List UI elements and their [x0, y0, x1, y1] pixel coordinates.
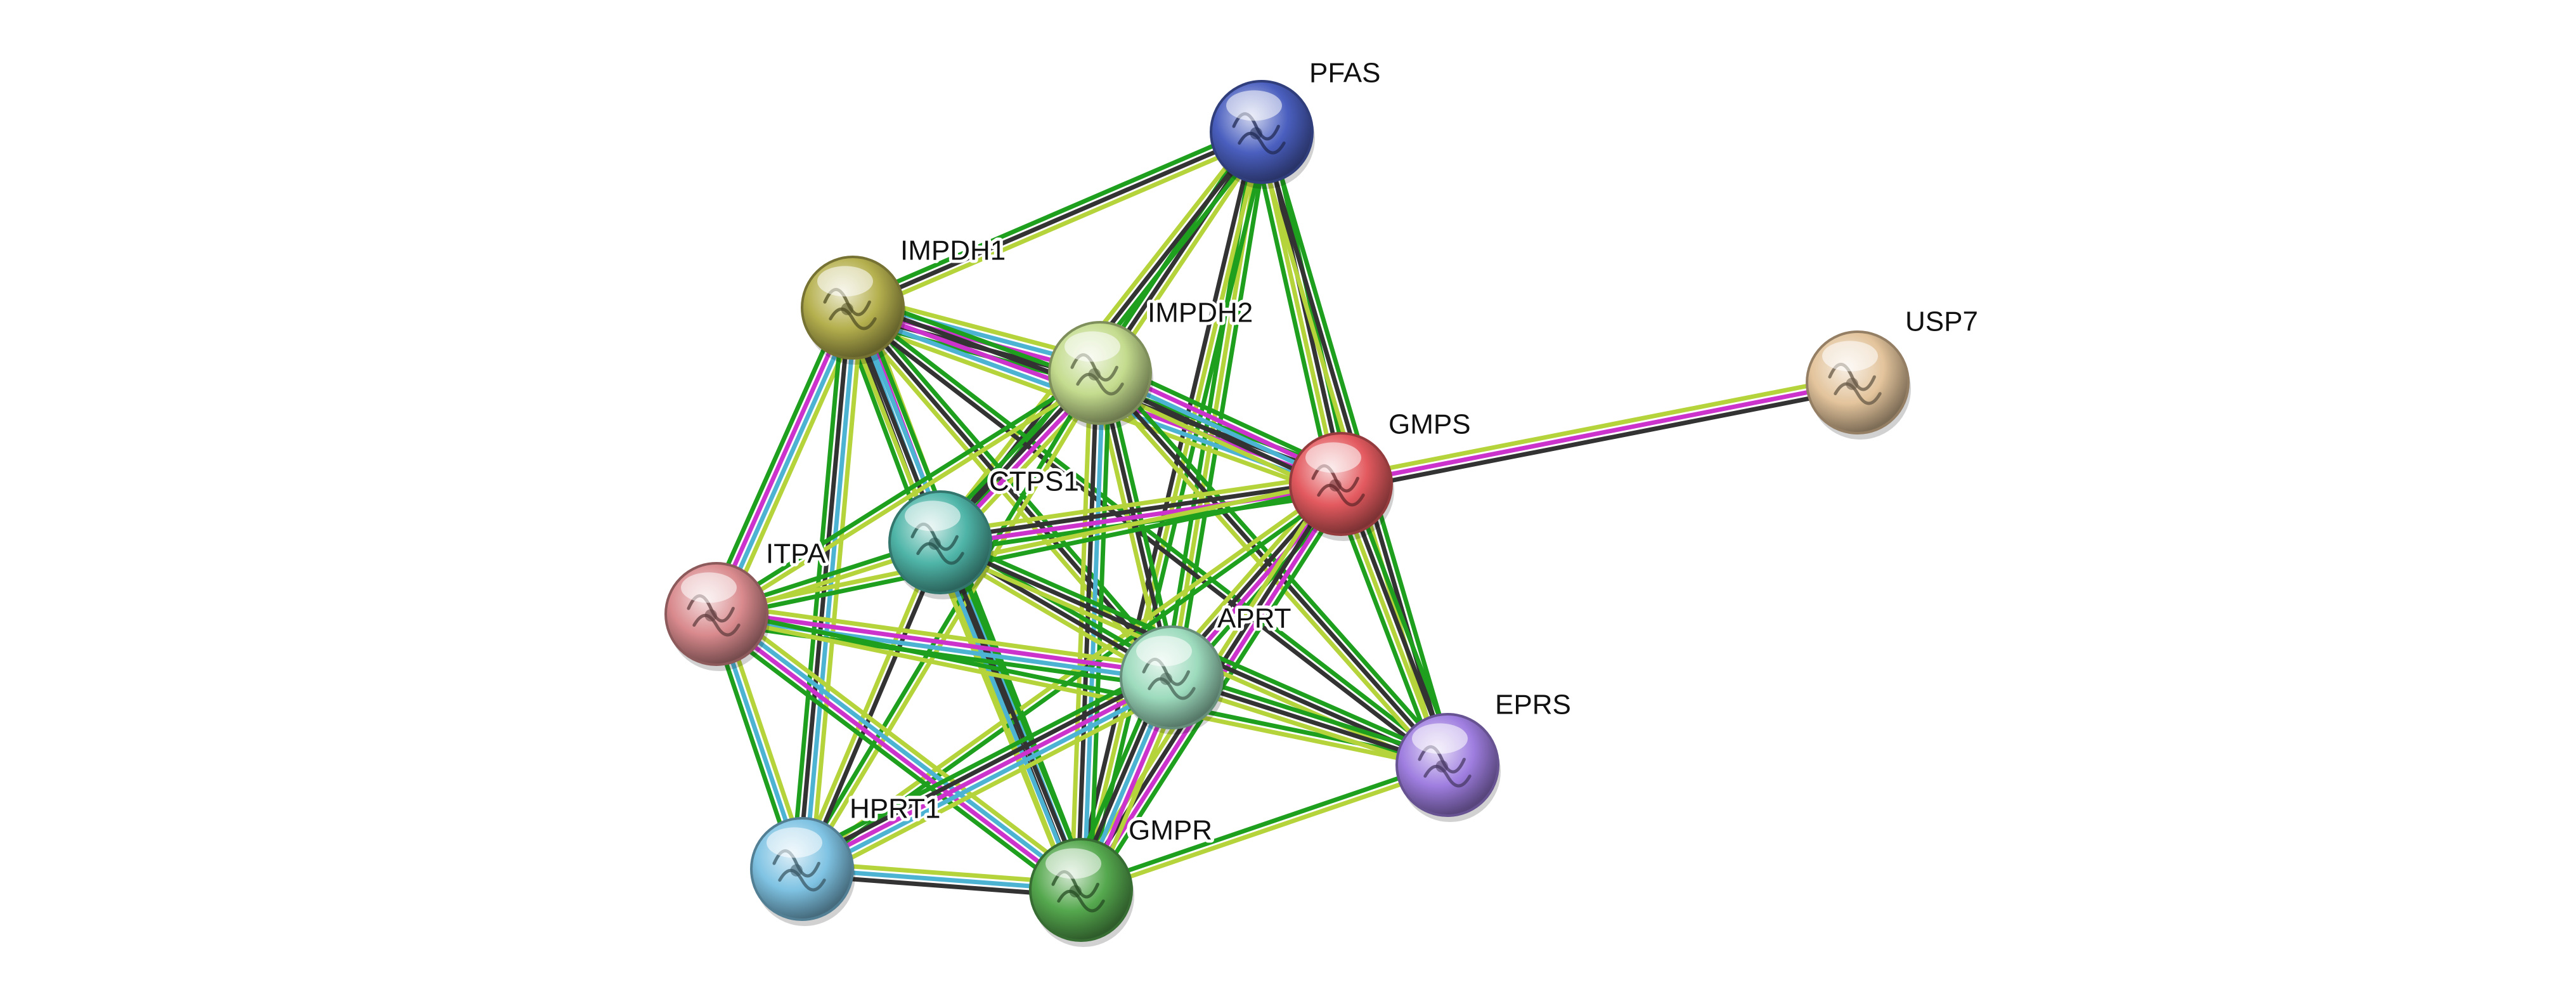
edge-impdh1-eprs[interactable]: [848, 303, 1452, 770]
node-pfas[interactable]: PFAS: [1210, 55, 1384, 189]
edge-evidence-coexpression: [1340, 386, 1861, 493]
edge-evidence-text-mining: [1080, 766, 1451, 896]
edge-evidence-coexpression: [803, 541, 946, 873]
node-highlight: [1065, 331, 1120, 362]
edge-evidence-text-mining: [715, 602, 1175, 670]
edge-aprt-hprt1[interactable]: [794, 663, 1180, 883]
edge-evidence-text-mining: [802, 372, 1105, 873]
edge-evidence-coexpression: [796, 669, 1171, 866]
edge-itpa-gmpr[interactable]: [708, 604, 1089, 900]
node-impdh1[interactable]: IMPDH1: [801, 232, 1009, 365]
node-impdh2[interactable]: IMPDH2: [1048, 294, 1256, 430]
edge-gmpr-eprs[interactable]: [1077, 759, 1451, 896]
edge-evidence-text-mining: [720, 604, 1089, 885]
edge-ctps1-hprt1[interactable]: [796, 539, 946, 873]
node-eprs[interactable]: EPRS: [1395, 686, 1574, 822]
edge-evidence-text-mining: [796, 539, 940, 870]
edge-evidence-neighborhood: [1088, 371, 1112, 893]
node-gmps[interactable]: GMPS: [1289, 406, 1474, 541]
edge-evidence-text-mining: [713, 478, 1343, 613]
edge-evidence-text-mining: [805, 686, 1180, 883]
edge-evidence-neighborhood: [705, 301, 846, 613]
edge-evidence-coexpression: [941, 539, 1087, 891]
edge-evidence-experimental: [1338, 380, 1860, 486]
edge-evidence-neighborhood: [797, 369, 1100, 870]
edge-evidence-database: [935, 541, 1080, 894]
edge-evidence-coexpression: [1072, 128, 1258, 891]
node-ctps1[interactable]: CTPS1: [888, 463, 1082, 599]
node-label: ITPA: [766, 539, 826, 570]
edge-evidence-text-mining: [853, 135, 1267, 316]
node-highlight: [1822, 341, 1878, 372]
edge-impdh2-hprt1[interactable]: [797, 369, 1105, 873]
edge-evidence-neighborhood: [712, 368, 1101, 614]
node-highlight: [817, 266, 873, 297]
node-highlight: [1226, 90, 1282, 121]
edge-gmps-usp7[interactable]: [1337, 374, 1861, 493]
edge-evidence-experimental: [938, 485, 1344, 548]
edge-evidence-neighborhood: [855, 301, 1179, 676]
edge-gmps-ctps1[interactable]: [936, 472, 1345, 554]
node-label: APRT: [1217, 603, 1291, 634]
edge-evidence-neighborhood: [852, 303, 1452, 765]
edge-impdh2-itpa[interactable]: [712, 368, 1104, 619]
edge-evidence-text-mining: [936, 472, 1342, 535]
edge-evidence-text-mining: [929, 544, 1075, 896]
edge-evidence-text-mining: [716, 373, 1104, 619]
node-highlight: [1412, 723, 1468, 754]
edge-evidence-neighborhood: [1250, 131, 1334, 488]
node-label: EPRS: [1495, 689, 1571, 721]
node-highlight: [1045, 848, 1101, 879]
node-usp7[interactable]: USP7: [1806, 303, 1981, 440]
edge-evidence-coexpression: [848, 308, 1448, 770]
edge-evidence-database: [716, 609, 1085, 890]
edge-evidence-neighborhood: [715, 485, 1344, 620]
node-highlight: [905, 500, 961, 532]
node-label: CTPS1: [989, 466, 1079, 497]
node-hprt1[interactable]: HPRT1: [750, 790, 943, 926]
node-label: USP7: [1905, 306, 1978, 337]
edge-evidence-neighborhood: [947, 536, 1092, 889]
edge-evidence-neighborhood: [1077, 759, 1449, 889]
edge-evidence-text-mining: [1337, 374, 1859, 480]
edge-evidence-neighborhood: [708, 619, 1078, 900]
edge-pfas-impdh1[interactable]: [848, 124, 1267, 316]
node-label: GMPR: [1129, 815, 1212, 846]
node-highlight: [1305, 442, 1361, 473]
node-gmpr[interactable]: GMPR: [1029, 812, 1215, 947]
node-label: GMPS: [1388, 409, 1471, 440]
edge-evidence-coexpression: [937, 478, 1343, 542]
edge-evidence-database: [803, 681, 1177, 877]
edge-evidence-experimental: [711, 304, 852, 615]
node-highlight: [1136, 636, 1192, 667]
edge-evidence-coexpression: [850, 129, 1264, 310]
edge-evidence-text-mining: [809, 306, 865, 872]
protein-structure-icon: [1051, 870, 1105, 913]
node-label: HPRT1: [850, 793, 940, 825]
edge-evidence-neighborhood: [794, 663, 1168, 860]
edge-evidence-experimental: [715, 608, 1175, 677]
edges-layer: [705, 124, 1861, 900]
edge-evidence-coexpression: [1075, 370, 1099, 892]
edge-evidence-experimental: [712, 614, 1082, 895]
edge-gmps-itpa[interactable]: [713, 478, 1344, 620]
node-aprt[interactable]: APRT: [1120, 600, 1295, 735]
edge-ctps1-gmpr[interactable]: [929, 536, 1092, 896]
edge-evidence-neighborhood: [715, 608, 1451, 764]
edge-evidence-neighborhood: [848, 124, 1262, 304]
node-itpa[interactable]: ITPA: [664, 535, 829, 671]
node-highlight: [767, 827, 822, 858]
edge-itpa-eprs[interactable]: [713, 608, 1451, 771]
node-label: IMPDH1: [900, 235, 1006, 266]
edge-evidence-text-mining: [713, 615, 1449, 771]
node-highlight: [681, 572, 737, 603]
node-label: PFAS: [1309, 58, 1381, 89]
node-label: IMPDH2: [1148, 297, 1253, 329]
edge-evidence-experimental: [799, 675, 1174, 872]
edge-evidence-database: [717, 306, 858, 618]
